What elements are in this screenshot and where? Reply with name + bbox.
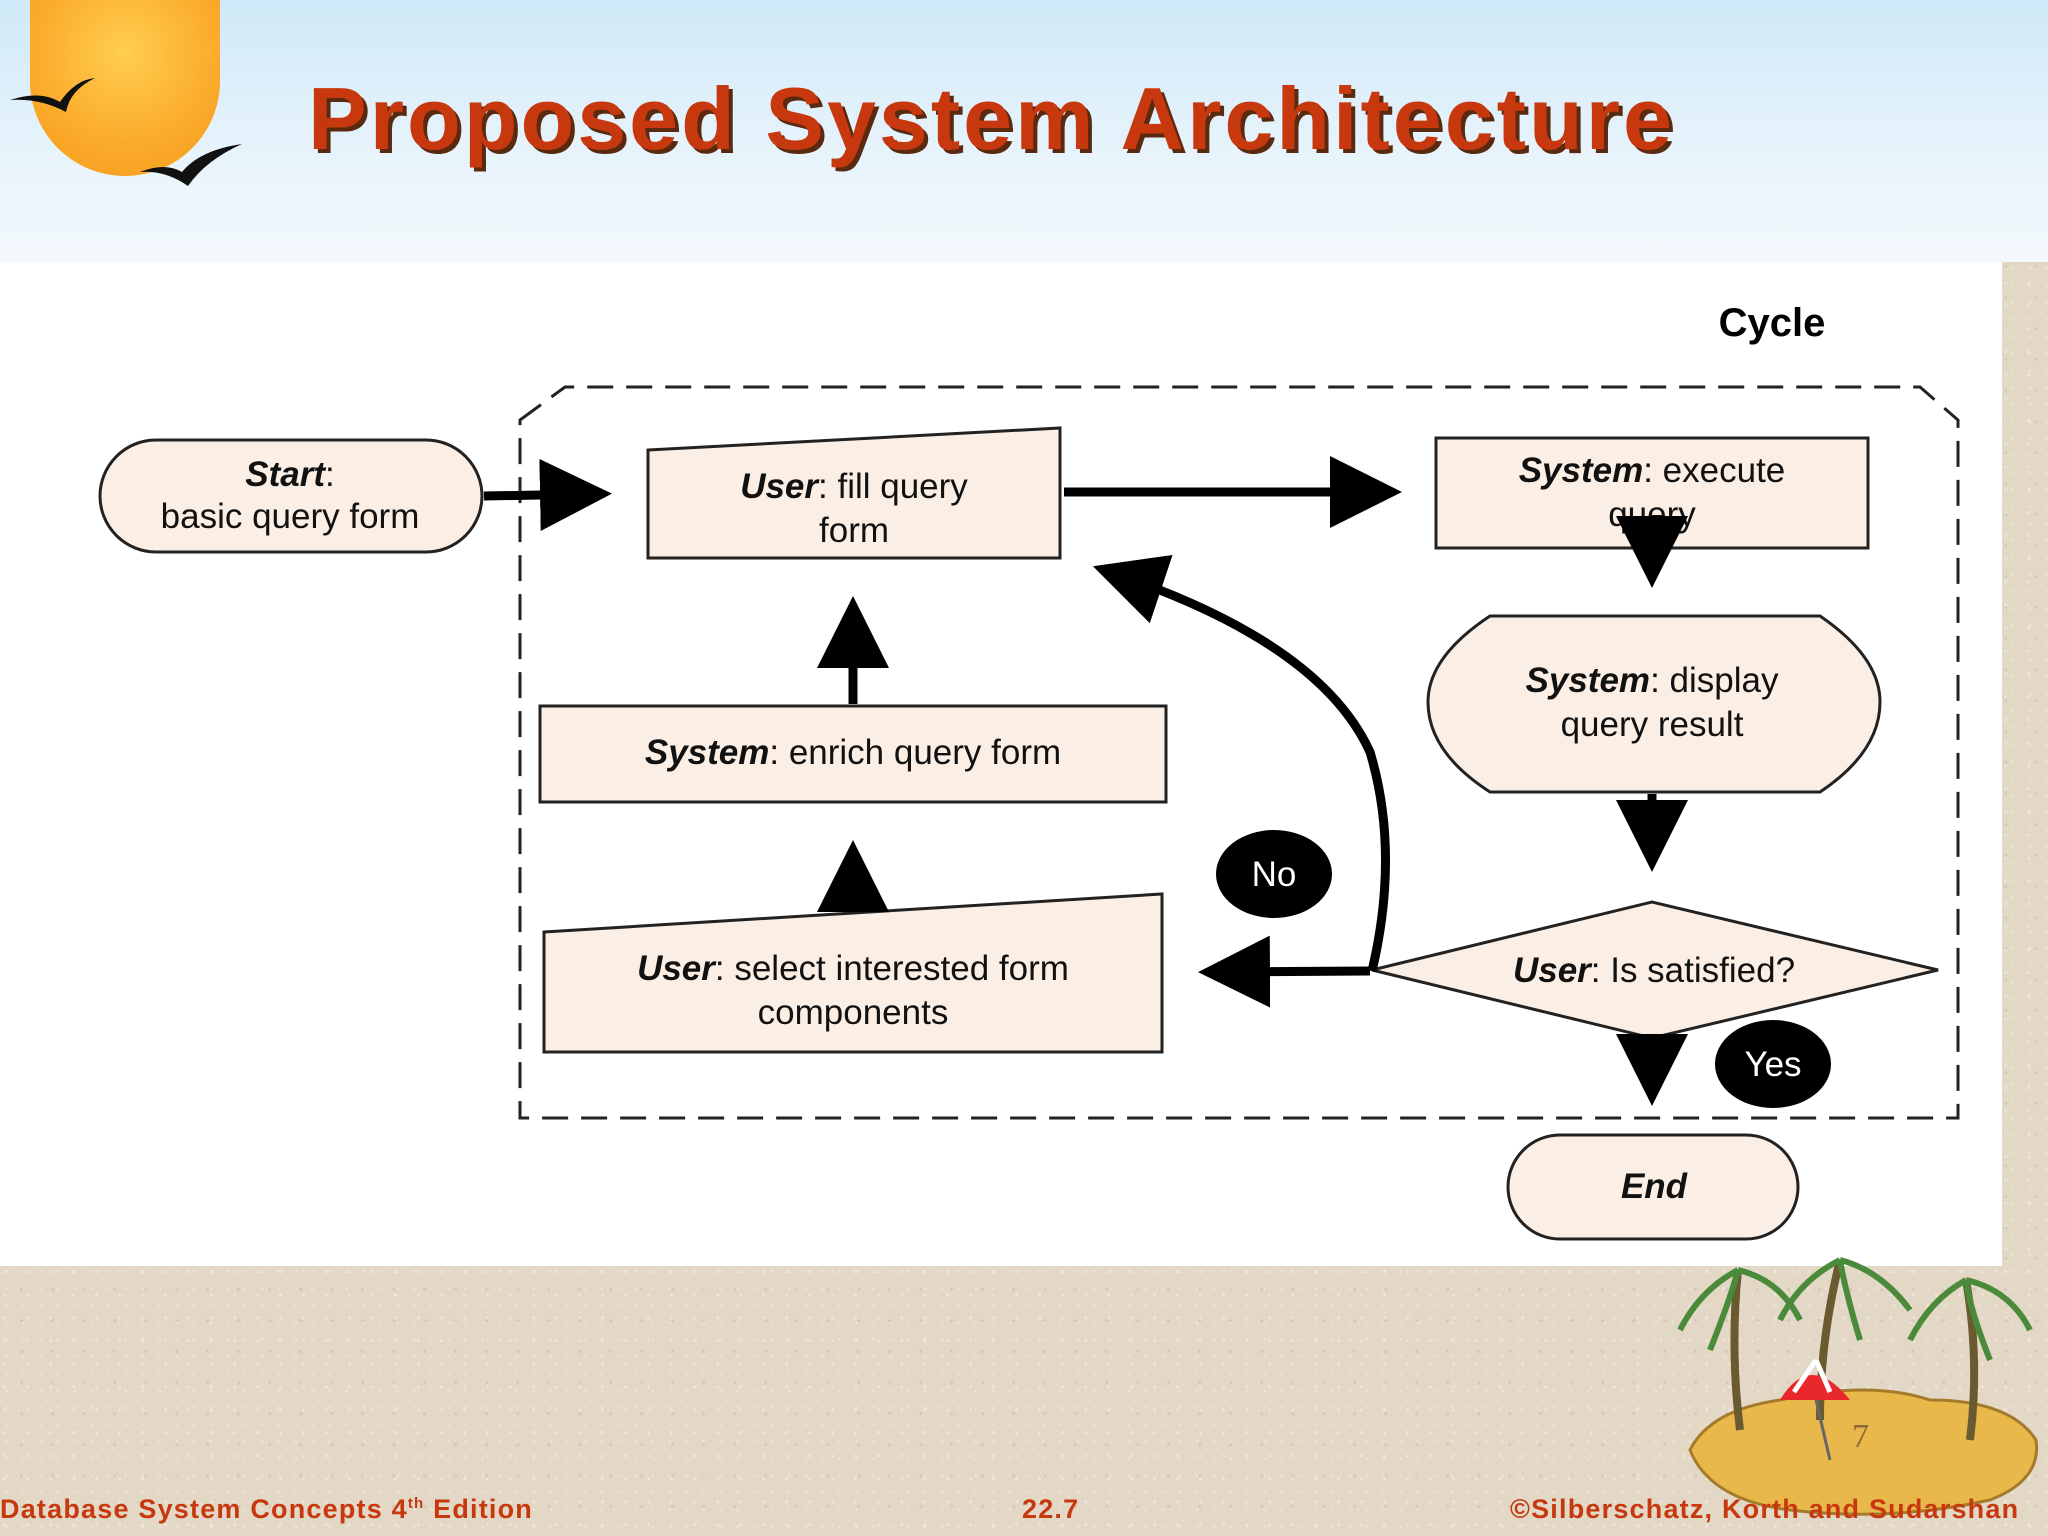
satisfied-decision-node: User: Is satisfied?	[1371, 900, 1939, 1040]
fill-query-form-node: User: fill query form	[646, 426, 1062, 560]
footer-slide-number: 22.7	[1022, 1494, 1080, 1524]
fill-form-line2: form	[819, 511, 889, 550]
svg-text:User: select interested form: User: select interested form	[637, 949, 1069, 988]
execute-query-node: System: execute query	[1434, 436, 1870, 550]
svg-text:System: execute: System: execute	[1519, 451, 1786, 490]
decision-bold: User	[1513, 951, 1593, 990]
svg-text:User: fill query: User: fill query	[740, 467, 968, 506]
execute-text: : execute	[1643, 451, 1785, 490]
sun-logo-icon	[30, 0, 220, 176]
decision-text: : Is satisfied?	[1591, 951, 1795, 990]
yes-badge: Yes	[1715, 1020, 1831, 1108]
yes-label: Yes	[1744, 1045, 1801, 1084]
arrow-decision-to-select	[1198, 935, 1371, 1008]
palm-island-icon	[1677, 1257, 2039, 1516]
footer-book-tail: Edition	[424, 1494, 534, 1524]
svg-text:System: display: System: display	[1526, 661, 1779, 700]
start-text: :	[325, 455, 335, 494]
cycle-label: Cycle	[1719, 301, 1826, 345]
arrow-start-to-fill	[483, 458, 612, 531]
svg-text:System: enrich query form: System: enrich query form	[645, 733, 1061, 772]
footer-book-title: Database System Concepts 4th Edition	[0, 1494, 533, 1525]
display-bold: System	[1526, 661, 1651, 700]
start-bold: Start	[245, 455, 326, 494]
start-line2: basic query form	[161, 497, 420, 536]
fill-form-bold: User	[740, 467, 820, 506]
display-text: : display	[1650, 661, 1779, 700]
no-badge: No	[1216, 830, 1332, 918]
execute-bold: System	[1519, 451, 1644, 490]
enrich-bold: System	[645, 733, 770, 772]
end-bold: End	[1621, 1167, 1688, 1206]
select-line2: components	[758, 993, 949, 1032]
slide-header: Proposed System Architecture	[0, 0, 2048, 262]
display-result-node: System: display query result	[1426, 614, 1882, 794]
architecture-diagram: Cycle Start: basic query form User: fill…	[0, 262, 2002, 1266]
svg-text:Start:: Start:	[245, 455, 334, 494]
end-node: End	[1506, 1133, 1800, 1241]
fill-form-text: : fill query	[818, 467, 968, 506]
footer-copyright: ©Silberschatz, Korth and Sudarshan	[1510, 1494, 2020, 1524]
start-node: Start: basic query form	[98, 438, 484, 554]
arrow-no-loop-to-fill	[1092, 554, 1391, 973]
select-text: : select interested form	[715, 949, 1069, 988]
seagulls-icon	[10, 78, 242, 186]
enrich-form-node: System: enrich query form	[538, 704, 1168, 804]
cycle-boundary	[518, 385, 1960, 1120]
enrich-text: : enrich query form	[769, 733, 1061, 772]
display-line2: query result	[1561, 705, 1744, 744]
no-label: No	[1252, 855, 1297, 894]
page-number: 7	[1852, 1418, 1869, 1455]
select-bold: User	[637, 949, 717, 988]
footer-book-main: Database System Concepts 4	[0, 1494, 408, 1524]
select-components-node: User: select interested form components	[542, 892, 1164, 1054]
execute-line2: query	[1608, 495, 1696, 534]
footer-book-sup: th	[407, 1495, 425, 1512]
svg-text:User: Is satisfied?: User: Is satisfied?	[1513, 951, 1795, 990]
slide-title: Proposed System Architecture	[308, 69, 1675, 168]
